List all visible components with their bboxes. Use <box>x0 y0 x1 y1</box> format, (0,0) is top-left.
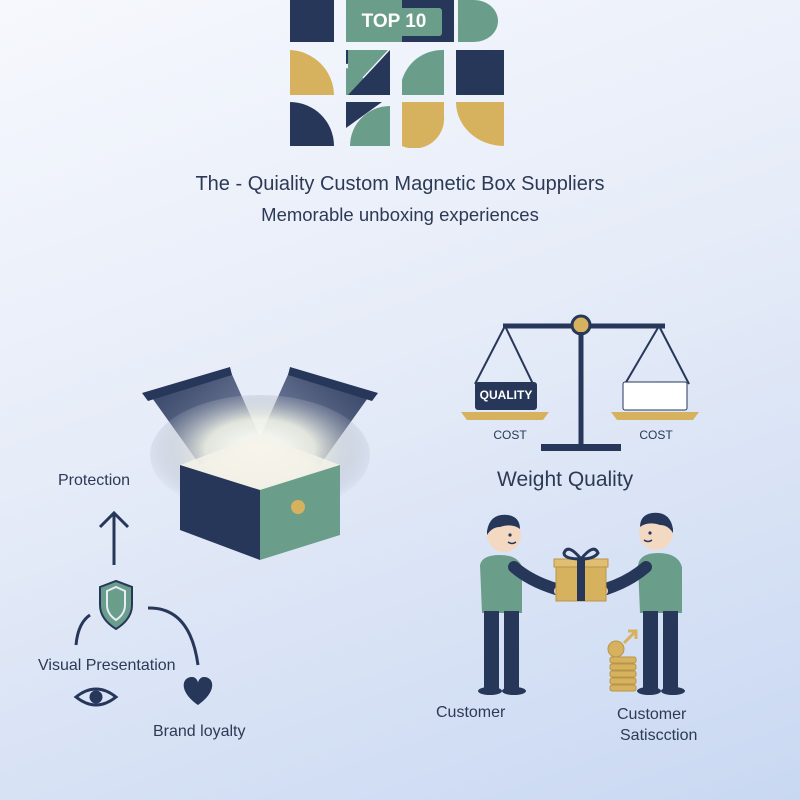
customer-right-label-line2: Satiscction <box>620 727 698 744</box>
page-title: The - Quiality Custom Magnetic Box Suppl… <box>195 173 605 195</box>
protection-label: Protection <box>58 472 131 489</box>
customer-right-figure <box>598 512 685 695</box>
right-pan-cost-label: COST <box>639 428 673 442</box>
coin-stack-icon <box>607 629 638 692</box>
top10-badge: TOP 10 <box>346 8 442 36</box>
open-gift-box-illustration <box>142 367 378 560</box>
customer-left-label: Customer <box>436 704 506 721</box>
page-subtitle: Memorable unboxing experiences <box>261 204 539 225</box>
brand-loyalty-label: Brand loyalty <box>153 723 246 740</box>
visual-presentation-label: Visual Presentation <box>38 657 176 674</box>
gift-box-icon <box>553 547 609 602</box>
customer-right-label-line1: Customer <box>617 706 687 723</box>
left-pan-cost-label: COST <box>493 428 527 442</box>
eye-icon <box>73 687 119 707</box>
scale-caption: Weight Quality <box>497 468 634 491</box>
up-arrow-icon <box>98 510 130 565</box>
balance-scale-illustration <box>461 314 699 451</box>
quality-weight-label: QUALITY <box>479 388 533 402</box>
shield-icon <box>99 579 133 631</box>
benefit-diagram <box>73 510 213 707</box>
gift-exchange-illustration <box>478 512 685 695</box>
top10-logo-mosaic <box>290 0 504 148</box>
top10-badge-text: TOP 10 <box>361 11 427 32</box>
customer-left-figure <box>478 514 564 695</box>
heart-icon <box>183 677 213 705</box>
